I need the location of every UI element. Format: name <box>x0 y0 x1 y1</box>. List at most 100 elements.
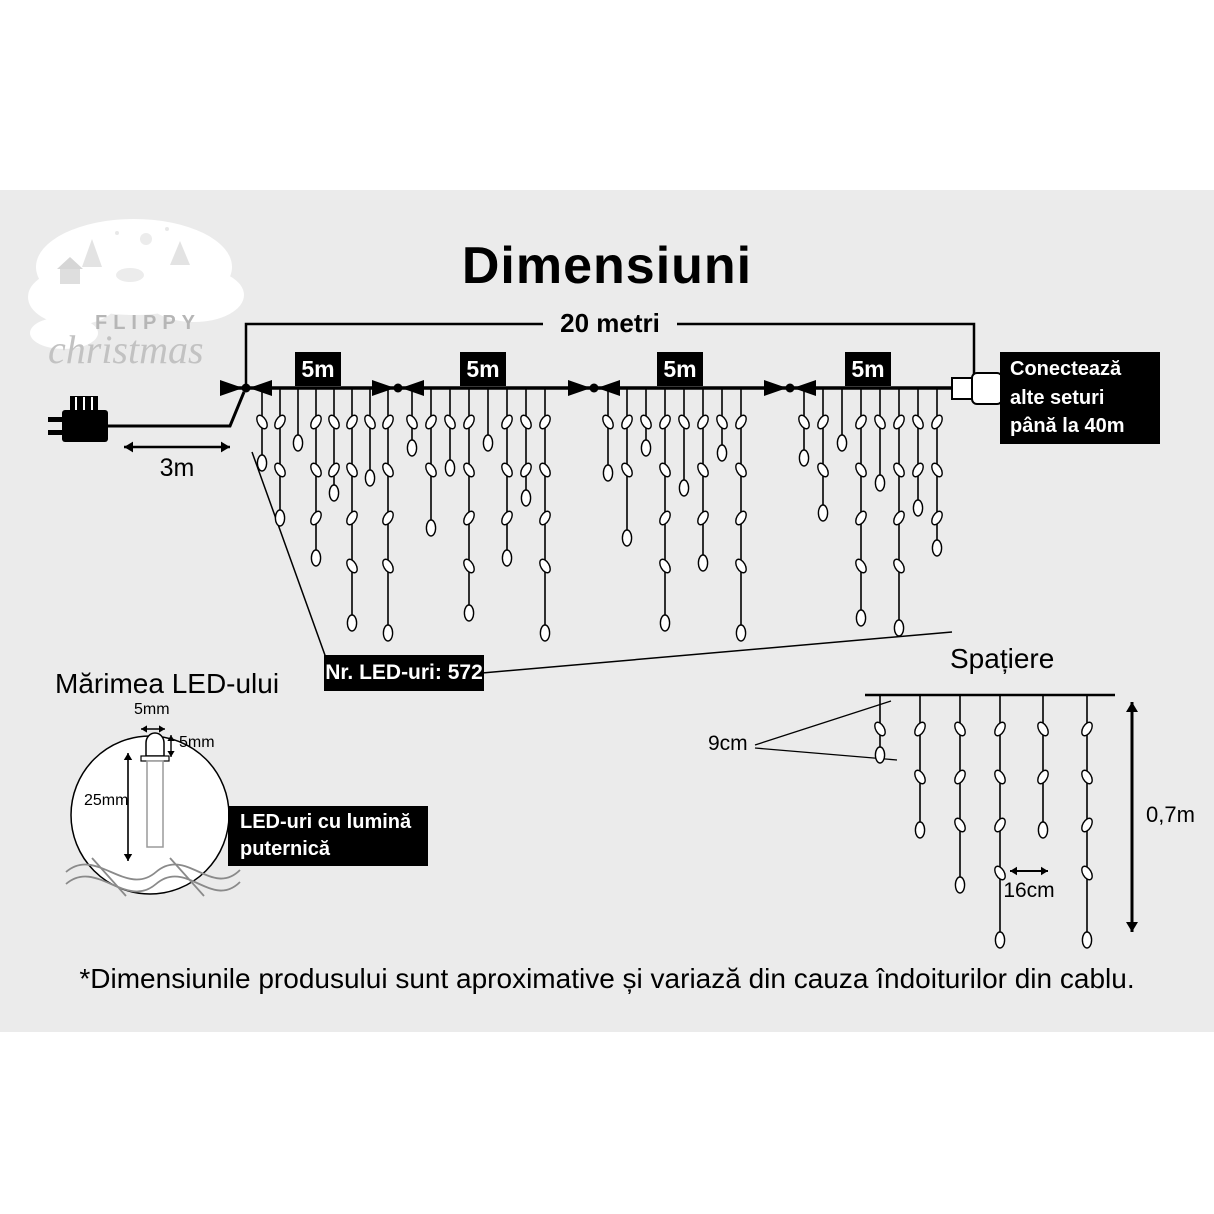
led-bulb-icon <box>716 414 728 430</box>
led-bulb-icon <box>697 554 709 572</box>
led-bulb-icon <box>1037 721 1049 737</box>
led-bulb-icon <box>874 721 886 737</box>
led-bulb-icon <box>501 549 513 567</box>
total-length-label: 20 metri <box>543 308 677 339</box>
led-bulb-icon <box>256 454 268 472</box>
led-bulb-icon <box>659 462 671 478</box>
led-bulb-icon <box>954 817 966 833</box>
led-bulb-icon <box>444 414 456 430</box>
twisted-wire-icon <box>65 857 241 897</box>
led-bulb-icon <box>874 414 886 430</box>
led-bulb-icon <box>1037 769 1049 785</box>
brand-name: FLIPPY <box>95 312 202 334</box>
flippy-christmas-logo <box>28 219 244 349</box>
section-length-badge: 5m <box>845 352 891 386</box>
led-bulb-icon <box>346 414 358 430</box>
brand-script: christmas <box>48 327 204 372</box>
led-bulb-icon <box>328 414 340 430</box>
led-bulb-icon <box>912 414 924 430</box>
led-bulb-icon <box>501 510 513 526</box>
led-bulb-icon <box>697 510 709 526</box>
led-bulb-icon <box>817 414 829 430</box>
cable-clip-icon <box>220 380 243 396</box>
moon-icon <box>140 233 152 245</box>
led-bulb-icon <box>463 558 475 574</box>
led-bulb-icon <box>855 414 867 430</box>
led-bulb-icon <box>994 721 1006 737</box>
cable-clip-icon <box>568 380 591 396</box>
deer-icon <box>116 268 144 282</box>
lead-cable <box>108 391 246 428</box>
led-bulb-icon <box>425 414 437 430</box>
connector-icon <box>951 372 1003 405</box>
cable-clip-icon <box>764 380 787 396</box>
led-bulb-icon <box>328 462 340 478</box>
led-bulb-icon <box>310 414 322 430</box>
led-bulb-icon <box>1081 817 1093 833</box>
led-bulb-icon <box>914 769 926 785</box>
led-bulb-icon <box>817 462 829 478</box>
led-bulb-icon <box>621 414 633 430</box>
led-bulb-icon <box>346 462 358 478</box>
disclaimer-text: *Dimensiunile produsului sunt aproximati… <box>79 963 1135 994</box>
led-bulb-icon <box>501 462 513 478</box>
led-bulb-icon <box>914 821 926 839</box>
led-bulb-icon <box>1081 769 1093 785</box>
led-bulb-icon <box>406 414 418 430</box>
led-bulb-icon <box>836 434 848 452</box>
led-bulb-icon <box>501 414 513 430</box>
page-title: Dimensiuni <box>461 237 753 295</box>
led-bulb-icon <box>1081 721 1093 737</box>
led-bulb-icon <box>659 558 671 574</box>
led-bulb-icon <box>463 414 475 430</box>
led-bulb-icon <box>716 444 728 462</box>
led-bulb-icon <box>382 558 394 574</box>
led-bulb-icon <box>798 449 810 467</box>
led-bulb-icon <box>855 609 867 627</box>
led-bulb-icon <box>382 462 394 478</box>
led-bulb-icon <box>310 462 322 478</box>
led-bulb-icon <box>678 414 690 430</box>
led-bulb-icon <box>817 504 829 522</box>
tree-icon <box>82 239 102 267</box>
led-bulb-icon <box>520 414 532 430</box>
led-tip-label: 5mm <box>179 734 215 751</box>
section-length-badge: 5m <box>460 352 506 386</box>
led-bulb-icon <box>406 439 418 457</box>
led-bulb-icon <box>855 510 867 526</box>
led-bulb-icon <box>621 529 633 547</box>
led-bulb-icon <box>735 624 747 642</box>
led-bulb-icon <box>678 479 690 497</box>
led-count-leader-right <box>481 631 953 674</box>
led-bulb-icon <box>914 721 926 737</box>
section-length-badge: 5m <box>657 352 703 386</box>
led-bulb-icon <box>602 414 614 430</box>
led-bulb-icon <box>697 414 709 430</box>
led-bulb-icon <box>346 510 358 526</box>
led-bulb-icon <box>463 462 475 478</box>
led-bulb-icon <box>274 462 286 478</box>
led-bulb-icon <box>328 484 340 502</box>
house-icon <box>60 269 80 284</box>
led-bulb-icon <box>539 414 551 430</box>
led-bulb-icon <box>463 510 475 526</box>
lead-length-label: 3m <box>159 454 195 482</box>
led-bulb-icon <box>640 439 652 457</box>
led-bulb-icon <box>1081 865 1093 881</box>
led-bulb-icon <box>539 510 551 526</box>
led-bulb-icon <box>735 510 747 526</box>
led-bulb-icon <box>893 510 905 526</box>
led-bulb-icon <box>640 414 652 430</box>
led-bulb-icon <box>274 509 286 527</box>
led-bulb-icon <box>1081 931 1093 949</box>
led-bulb-icon <box>444 459 456 477</box>
led-bulb-icon <box>346 558 358 574</box>
led-bulb-icon <box>539 462 551 478</box>
power-plug-icon <box>48 396 108 442</box>
led-bulb-icon <box>874 474 886 492</box>
led-bulb-icon <box>697 462 709 478</box>
led-bulb-icon <box>463 604 475 622</box>
led-bulb-icon <box>425 462 437 478</box>
led-count-badge: Nr. LED-uri: 572 <box>324 655 484 691</box>
